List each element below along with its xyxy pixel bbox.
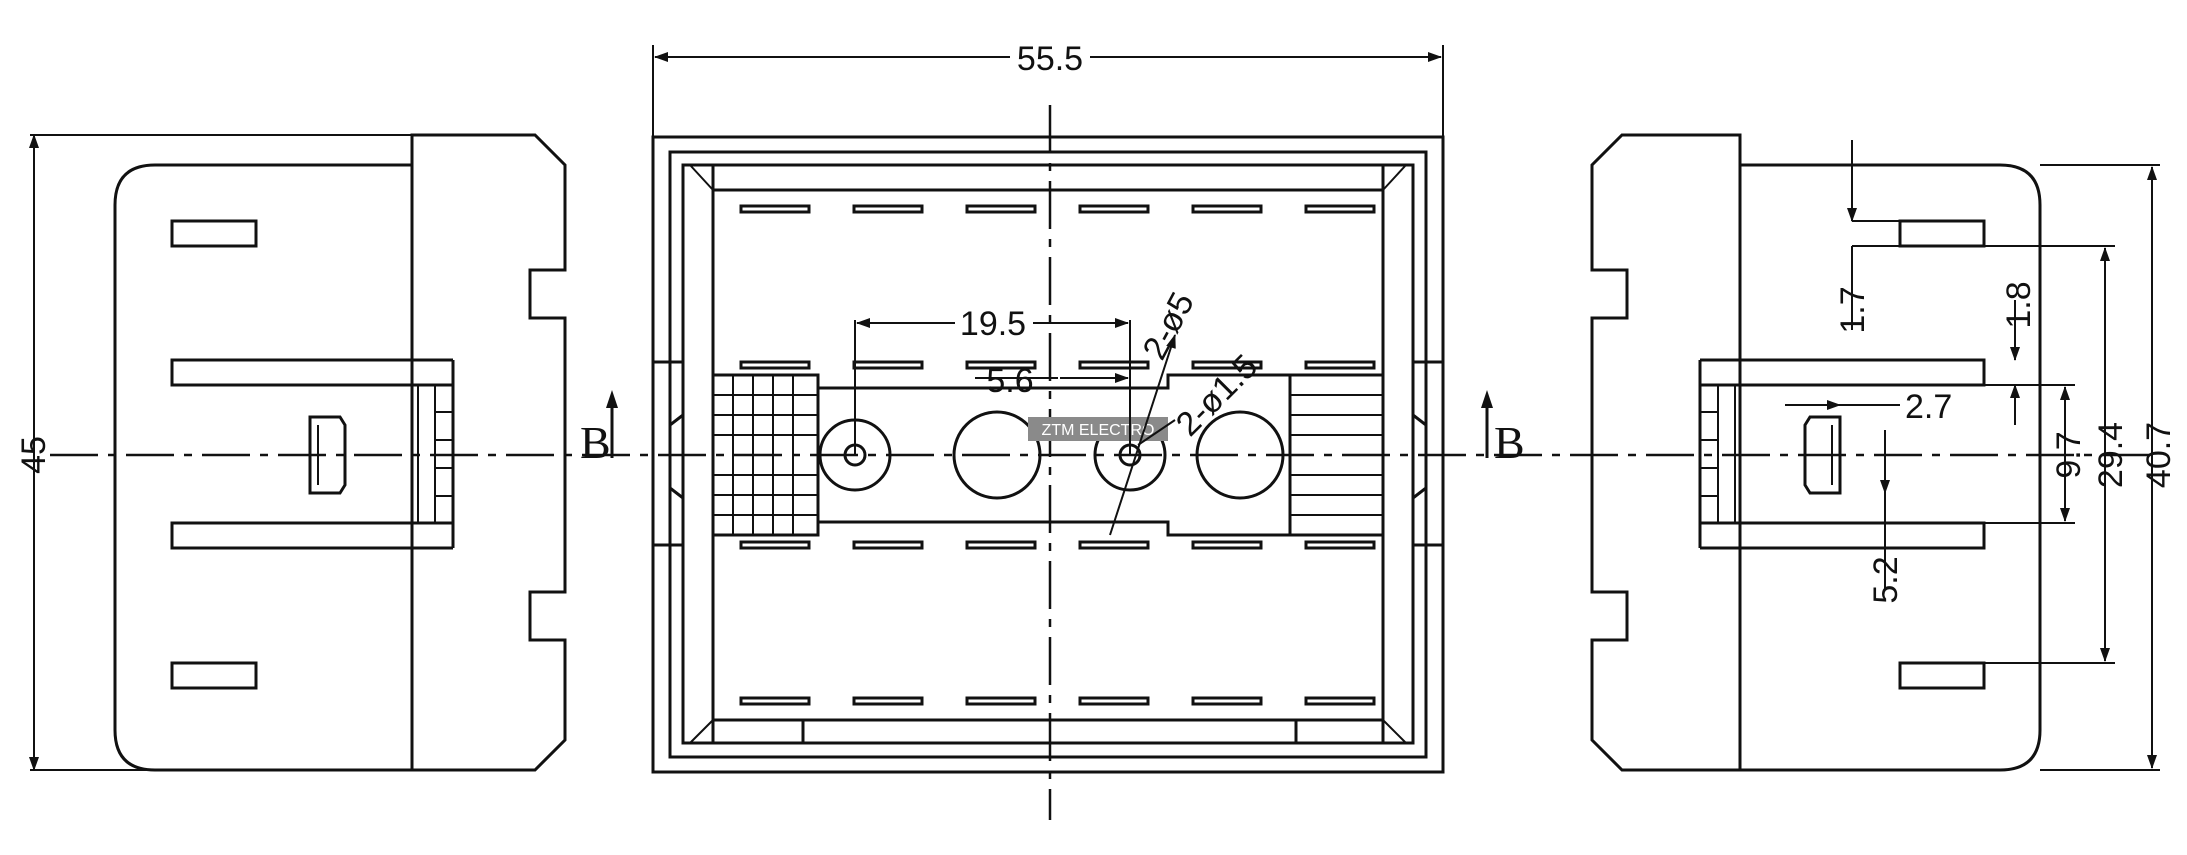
dim-width-55-5: 55.5 bbox=[1017, 40, 1083, 78]
dim-height-45: 45 bbox=[15, 436, 53, 474]
dim-5-2: 5.2 bbox=[1867, 556, 1905, 603]
dim-2-7: 2.7 bbox=[1905, 388, 1952, 426]
dim-9-7: 9.7 bbox=[2050, 431, 2088, 478]
left-side-view: 45 bbox=[15, 133, 567, 772]
slot-row-bottom bbox=[739, 696, 1376, 706]
terminal-fins-left bbox=[713, 375, 818, 535]
dim-40-7: 40.7 bbox=[2140, 422, 2178, 488]
dim-29-4: 29.4 bbox=[2092, 422, 2130, 488]
dim-spacing-19-5: 19.5 bbox=[960, 305, 1026, 343]
dim-offset-5-6: 5.6 bbox=[986, 362, 1033, 400]
slot-row-lower-middle bbox=[739, 540, 1376, 550]
front-view: ZTM ELECTRO 55.5 19.5 5.6 2-ø5 2-ø1.5 B … bbox=[580, 40, 1525, 820]
large-hole-right bbox=[1195, 410, 1285, 500]
section-label-right: B bbox=[1494, 417, 1525, 468]
right-side-view: 40.7 29.4 9.7 1.7 1.8 2.7 5.2 bbox=[1590, 133, 2178, 772]
terminal-fins-right bbox=[1290, 394, 1383, 516]
callout-hole-large: 2-ø5 bbox=[1136, 286, 1202, 366]
slot-row-top bbox=[739, 204, 1376, 214]
large-hole-left bbox=[952, 410, 1042, 500]
dim-1-7: 1.7 bbox=[1834, 286, 1872, 333]
section-label-left: B bbox=[580, 417, 611, 468]
slot-row-upper-middle bbox=[739, 360, 1376, 370]
watermark: ZTM ELECTRO bbox=[1042, 422, 1155, 439]
dim-1-8: 1.8 bbox=[2000, 281, 2038, 328]
